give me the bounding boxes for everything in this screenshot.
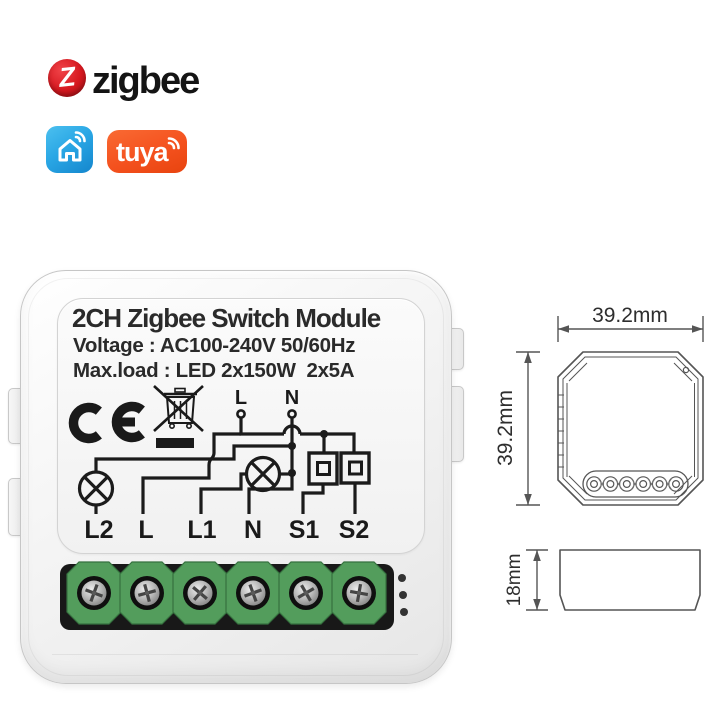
supply-label-n: N (285, 387, 299, 409)
supply-label-l: L (235, 387, 247, 409)
junction-dots (288, 430, 328, 477)
device-maxload-line: Max.load : LED 2x150W 2x5A (73, 359, 355, 382)
ce-mark-icon (68, 401, 145, 444)
tuya-signal-arcs-icon (167, 137, 180, 150)
device-face-plate: 2CH Zigbee Switch Module Voltage : AC100… (57, 298, 425, 554)
tuya-wordmark: tuya (116, 137, 169, 167)
side-view-drawing (559, 549, 701, 611)
tuya-logo: tuya (107, 130, 187, 173)
terminal-label-s1: S1 (289, 516, 320, 544)
dimension-depth-label: 18mm (504, 554, 525, 607)
terminal-label-l1: L1 (187, 516, 216, 544)
weee-mark-icon (153, 385, 204, 448)
smart-life-app-icon (46, 126, 93, 173)
device-title: 2CH Zigbee Switch Module (72, 303, 381, 333)
indicator-dot-2 (399, 591, 407, 599)
switch-symbol-s2 (339, 451, 371, 485)
zigbee-z-glyph: Z (57, 60, 77, 93)
wire-lamp2-to-l1 (199, 472, 247, 514)
wire-to-s2 (300, 432, 356, 453)
supply-node-l (236, 409, 246, 419)
dimension-height-line (516, 351, 540, 506)
wifi-arc-small (74, 135, 81, 142)
weee-bar (156, 438, 194, 448)
terminal-block (60, 561, 394, 630)
switch-symbol-s1 (307, 451, 339, 486)
top-view-led-hole (682, 366, 690, 374)
terminal-label-s2: S2 (339, 516, 370, 544)
lamp-symbol-middle (244, 455, 282, 493)
terminal-labels: L2 L L1 N S1 S2 (84, 516, 369, 544)
top-view-terminal-holes (586, 476, 684, 492)
lamp-symbol-left (77, 470, 115, 507)
device-voltage-line: Voltage : AC100-240V 50/60Hz (73, 334, 356, 357)
indicator-dot-3 (400, 608, 408, 616)
wifi-arc-large (74, 130, 86, 142)
device-rim (28, 278, 444, 676)
terminal-cells (66, 561, 387, 625)
dimension-width-label: 39.2mm (592, 304, 668, 327)
terminal-label-n: N (244, 516, 262, 544)
house-wifi-icon (58, 130, 86, 161)
dimension-drawings: 39.2mm 39.2mm (494, 304, 704, 611)
house-outline (58, 138, 81, 161)
wire-s1-down (301, 484, 325, 514)
terminal-label-l: L (138, 516, 153, 544)
dimension-height-label: 39.2mm (494, 390, 517, 466)
device-seam-line (52, 654, 418, 655)
wire-neutral-to-lamp1 (94, 444, 292, 472)
zigbee-wordmark: zigbee (92, 60, 200, 102)
wiring-diagram: L N (68, 385, 371, 544)
indicator-dot-1 (398, 574, 406, 582)
supply-node-n (287, 409, 297, 419)
zigbee-logo-icon: Z (48, 59, 86, 97)
grip-ridges (558, 394, 564, 468)
terminal-label-l2: L2 (84, 516, 113, 544)
top-view-drawing (557, 351, 704, 506)
top-view-terminal-strip (582, 470, 689, 498)
wire-live-down (239, 417, 284, 436)
